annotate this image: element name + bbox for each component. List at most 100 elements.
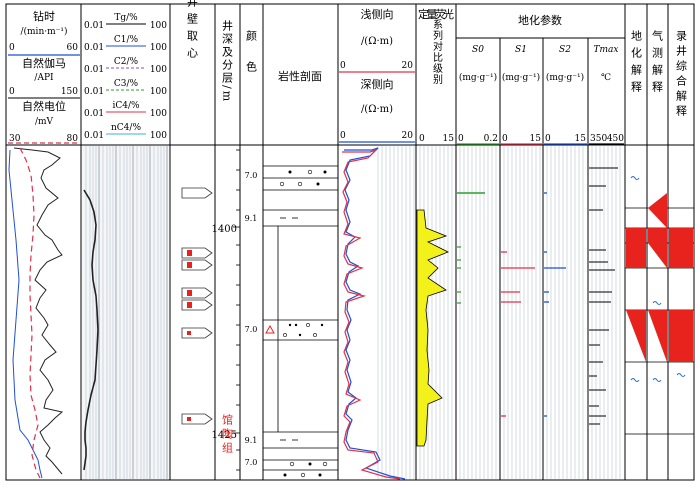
- shallow-res-max: 20: [402, 61, 414, 71]
- lithology-track: 7.0 9.1 7.0 9.1 7.0: [245, 165, 338, 478]
- gas-row-c1: 0.01 C1/% 100: [84, 35, 167, 53]
- water-symbol-icon: [652, 301, 662, 305]
- svg-text:0: 0: [502, 134, 508, 144]
- svg-text:0.01: 0.01: [84, 109, 104, 119]
- drill-time-max: 60: [67, 43, 79, 53]
- svg-text:0: 0: [545, 134, 551, 144]
- sp-label: 自然电位: [22, 99, 66, 113]
- interp-log-header: 录井综合解释: [675, 30, 688, 120]
- gamma-curve: [13, 147, 64, 475]
- water-symbol-icon: [676, 373, 686, 377]
- drill-time-curve: [8, 149, 43, 479]
- gas-track-grid: [82, 146, 169, 479]
- core-marker: [181, 187, 213, 199]
- core-marker: [181, 247, 213, 259]
- fluorescence-track: [416, 146, 453, 479]
- sp-curve: [19, 147, 41, 479]
- drill-track-curves: [8, 147, 64, 479]
- fluorescence-fill: [416, 209, 449, 447]
- fluor-label: 定量荧光: [418, 7, 454, 21]
- depth-1400: 1400: [212, 224, 237, 235]
- core-marker: [181, 413, 213, 425]
- interp-gas-fill: [648, 193, 667, 228]
- core-header: 井壁取心: [186, 0, 199, 64]
- shallow-res-min: 0: [340, 61, 346, 71]
- color-code: 7.0: [245, 458, 258, 467]
- deep-resistivity-curve: [344, 147, 406, 480]
- oil-show-triangle-icon: [265, 324, 275, 334]
- svg-text:0.01: 0.01: [84, 21, 104, 31]
- interp-geochem-fill: [626, 228, 646, 268]
- core-marker: [181, 287, 213, 299]
- svg-text:C1/%: C1/%: [114, 35, 139, 45]
- core-marker: [181, 327, 213, 339]
- svg-text:nC4/%: nC4/%: [111, 123, 141, 133]
- svg-text:(mg·g⁻¹): (mg·g⁻¹): [546, 72, 584, 83]
- depth-header: 井深及分层/m: [221, 19, 234, 103]
- svg-text:0.01: 0.01: [84, 43, 104, 53]
- svg-text:Tg/%: Tg/%: [114, 13, 138, 23]
- svg-text:S2: S2: [559, 45, 571, 55]
- depth-track: 1400 1425 馆陶组: [212, 149, 240, 471]
- svg-text:iC4/%: iC4/%: [112, 101, 140, 111]
- formation-label: 馆陶组: [221, 413, 234, 456]
- water-symbol-icon: [652, 378, 662, 382]
- drill-time-label: 钻时: [33, 9, 55, 23]
- interpretation-tracks: [625, 176, 694, 435]
- interp-geochem-header: 地化解释: [630, 30, 643, 98]
- header-track-resistivity: 浅侧向 /(Ω·m) 0 20 深侧向 /(Ω·m) 0 20: [339, 7, 415, 143]
- water-symbol-icon: [630, 378, 640, 382]
- header-track-geochem: 地化参数 S0 (mg·g⁻¹) 0 0.2 S1 (mg·g⁻¹) 0 15 …: [457, 13, 624, 145]
- gamma-max: 150: [61, 87, 78, 97]
- geochem-title: 地化参数: [518, 13, 562, 27]
- fluor-max: 15: [443, 134, 455, 144]
- geochem-track: [457, 146, 621, 479]
- svg-text:100: 100: [150, 43, 167, 53]
- shallow-res-unit: /(Ω·m): [361, 36, 393, 47]
- svg-text:15: 15: [575, 134, 587, 144]
- core-sample-markers: [181, 187, 213, 425]
- header-track-drill: 钻时 /(min·m⁻¹) 0 60 自然伽马 /API 0 150 自然电位 …: [8, 9, 80, 144]
- svg-text:S1: S1: [515, 45, 527, 55]
- svg-text:0: 0: [458, 134, 464, 144]
- svg-text:C3/%: C3/%: [114, 79, 139, 89]
- color-code: 9.1: [245, 214, 258, 223]
- svg-text:15: 15: [530, 134, 542, 144]
- gamma-min: 0: [9, 87, 15, 97]
- svg-text:C2/%: C2/%: [114, 57, 139, 67]
- svg-text:100: 100: [150, 21, 167, 31]
- gas-row-c2: 0.01 C2/% 100: [84, 57, 167, 75]
- header-track-fluorescence: 定量荧光 系列对比级别 0 15: [418, 7, 454, 144]
- svg-text:0.01: 0.01: [84, 131, 104, 141]
- interp-geochem-fill: [626, 310, 646, 362]
- shallow-resistivity-curve: [342, 149, 401, 480]
- svg-text:(mg·g⁻¹): (mg·g⁻¹): [459, 72, 497, 83]
- interp-gas-fill: [648, 243, 667, 268]
- svg-text:(mg·g⁻¹): (mg·g⁻¹): [502, 72, 540, 83]
- interp-gas-fill: [648, 310, 667, 362]
- fluor-sublabel: 系列对比级别: [431, 19, 443, 85]
- svg-text:100: 100: [150, 109, 167, 119]
- sp-max: 80: [67, 134, 79, 144]
- gas-row-ic4: 0.01 iC4/% 100: [84, 101, 167, 119]
- sp-unit: /mV: [35, 117, 54, 127]
- depth-1425: 1425: [212, 430, 237, 441]
- color-code: 7.0: [245, 325, 258, 334]
- svg-text:350: 350: [590, 134, 607, 144]
- gamma-unit: /API: [34, 73, 54, 83]
- interp-gas-header: 气测解释: [651, 29, 664, 98]
- interp-gas-fill: [648, 228, 667, 243]
- core-marker: [181, 259, 213, 271]
- interp-log-fill: [669, 310, 693, 362]
- svg-text:℃: ℃: [601, 73, 611, 83]
- color-header: 颜色: [245, 30, 258, 92]
- svg-text:S0: S0: [472, 45, 484, 55]
- header-track-gas: 0.01 Tg/% 100 0.01 C1/% 100 0.01 C2/% 10…: [84, 13, 167, 141]
- svg-text:450: 450: [607, 134, 624, 144]
- total-gas-curve: [83, 189, 99, 471]
- fluor-min: 0: [419, 134, 425, 144]
- deep-res-label: 深侧向: [361, 77, 394, 91]
- gas-row-tg: 0.01 Tg/% 100: [84, 13, 167, 31]
- sp-min: 30: [9, 134, 21, 144]
